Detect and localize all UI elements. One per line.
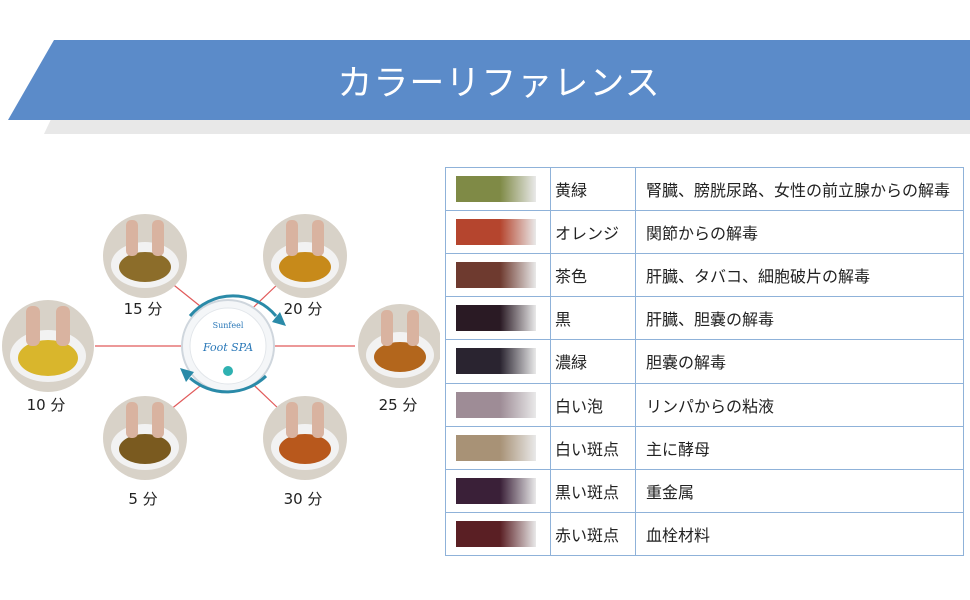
time-label-10min: 10 分 (26, 396, 66, 414)
time-label-20min: 20 分 (283, 300, 323, 318)
color-description: 胆嚢の解毒 (635, 339, 964, 384)
swatch-cell (445, 296, 551, 341)
device-brand: Sunfeel (213, 321, 244, 330)
table-row: オレンジ関節からの解毒 (445, 210, 964, 255)
table-row: 黒い斑点重金属 (445, 468, 964, 513)
color-swatch (456, 305, 536, 332)
table-row: 白い斑点主に酵母 (445, 425, 964, 470)
color-swatch (456, 391, 536, 418)
swatch-cell (445, 339, 551, 384)
swatch-cell (445, 382, 551, 427)
basin-water (119, 434, 171, 464)
color-swatch (456, 477, 536, 504)
basin-water (374, 342, 426, 372)
title-banner: カラーリファレンス (8, 40, 970, 120)
basin-20min (263, 214, 347, 298)
foot-spa-diagram: Sunfeel Foot SPA (0, 170, 440, 550)
color-name: 白い泡 (550, 382, 636, 427)
color-name: 濃緑 (550, 339, 636, 384)
time-label-25min: 25 分 (378, 396, 418, 414)
basin-water (18, 340, 78, 376)
color-description: 重金属 (635, 468, 964, 513)
power-button-icon (223, 366, 233, 376)
diagram-graphic: Sunfeel Foot SPA (2, 214, 440, 480)
table-row: 黒肝臓、胆嚢の解毒 (445, 296, 964, 341)
color-description: 主に酵母 (635, 425, 964, 470)
color-swatch (456, 520, 536, 547)
time-label-5min: 5 分 (128, 490, 158, 508)
color-reference-table: 黄緑腎臓、膀胱尿路、女性の前立腺からの解毒オレンジ関節からの解毒茶色肝臓、タバコ… (445, 166, 964, 557)
basin-10min (2, 300, 94, 392)
swatch-cell (445, 210, 551, 255)
table-row: 茶色肝臓、タバコ、細胞破片の解毒 (445, 253, 964, 298)
swatch-cell (445, 425, 551, 470)
color-swatch (456, 434, 536, 461)
basin-5min (103, 396, 187, 480)
color-name: 白い斑点 (550, 425, 636, 470)
device-label: Foot SPA (202, 341, 253, 354)
table-row: 濃緑胆嚢の解毒 (445, 339, 964, 384)
color-description: 腎臓、膀胱尿路、女性の前立腺からの解毒 (635, 166, 964, 212)
rotation-arrow-icon (189, 374, 268, 394)
color-description: 血栓材料 (635, 511, 964, 557)
swatch-cell (445, 166, 551, 212)
color-name: 茶色 (550, 253, 636, 298)
color-swatch (456, 176, 536, 203)
basin-15min (103, 214, 187, 298)
color-description: リンパからの粘液 (635, 382, 964, 427)
color-name: 黄緑 (550, 166, 636, 212)
rotation-arrow-icon (188, 294, 278, 317)
color-swatch (456, 219, 536, 246)
color-name: オレンジ (550, 210, 636, 255)
basin-30min (263, 396, 347, 480)
swatch-cell (445, 253, 551, 298)
table-row: 黄緑腎臓、膀胱尿路、女性の前立腺からの解毒 (445, 166, 964, 212)
color-description: 肝臓、胆嚢の解毒 (635, 296, 964, 341)
time-label-15min: 15 分 (123, 300, 163, 318)
page-title: カラーリファレンス (337, 63, 661, 104)
color-swatch (456, 262, 536, 289)
time-label-30min: 30 分 (283, 490, 323, 508)
color-description: 関節からの解毒 (635, 210, 964, 255)
color-name: 黒い斑点 (550, 468, 636, 513)
swatch-cell (445, 511, 551, 557)
basin-water (119, 252, 171, 282)
foot-spa-device: Sunfeel Foot SPA (180, 294, 286, 394)
color-description: 肝臓、タバコ、細胞破片の解毒 (635, 253, 964, 298)
basin-25min (358, 304, 440, 388)
table-row: 白い泡リンパからの粘液 (445, 382, 964, 427)
basin-water (279, 434, 331, 464)
table-row: 赤い斑点血栓材料 (445, 511, 964, 557)
basin-water (279, 252, 331, 282)
swatch-cell (445, 468, 551, 513)
color-name: 黒 (550, 296, 636, 341)
color-swatch (456, 348, 536, 375)
color-name: 赤い斑点 (550, 511, 636, 557)
